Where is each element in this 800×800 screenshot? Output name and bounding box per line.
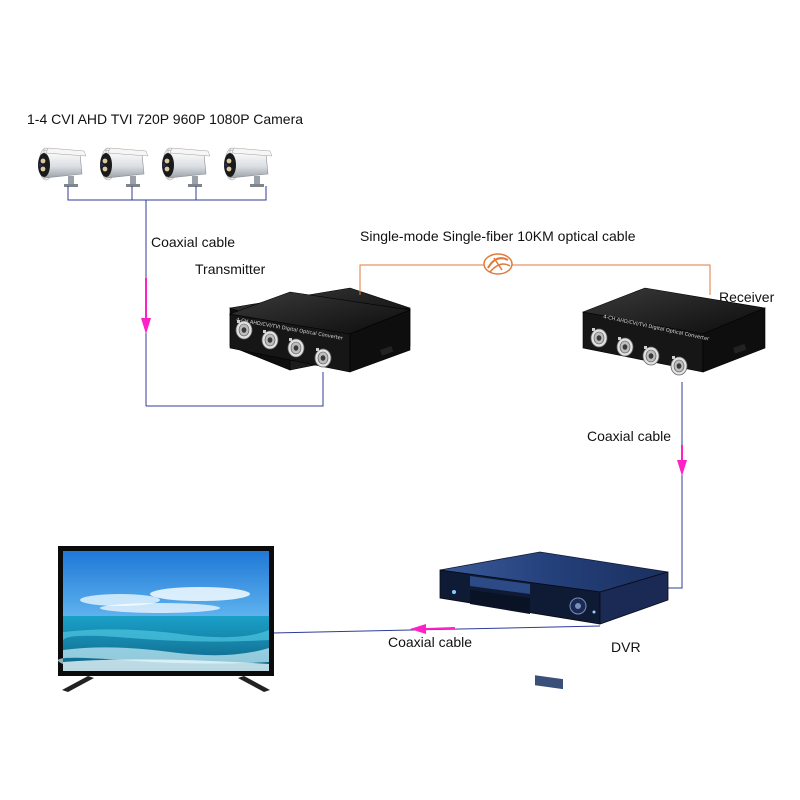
coax-label-3: Coaxial cable: [388, 634, 472, 650]
tv-monitor-icon: [57, 546, 274, 692]
fiber-cable: [359, 264, 711, 295]
camera-2-icon: [99, 147, 149, 188]
cameras-group: [37, 147, 273, 188]
receiver-label: Receiver: [719, 289, 775, 305]
dvr-icon: [439, 551, 669, 690]
camera-title-label: 1-4 CVI AHD TVI 720P 960P 1080P Camera: [27, 111, 303, 127]
camera-4-icon: [223, 147, 273, 188]
signal-arrow-3-icon: [410, 624, 456, 634]
signal-arrow-2-icon: [677, 445, 687, 476]
camera-3-icon: [161, 147, 211, 188]
coax-label-2: Coaxial cable: [587, 428, 671, 444]
fiber-label: Single-mode Single-fiber 10KM optical ca…: [360, 228, 636, 244]
camera-1-icon: [37, 147, 87, 188]
coax-label-1: Coaxial cable: [151, 234, 235, 250]
receiver-icon: 4-CH AHD/CVI/TVI Digital Optical Convert…: [581, 287, 767, 376]
transmitter-label: Transmitter: [195, 261, 266, 277]
transmitter-icon: 4-CH AHD/CVI/TVI Digital Optical Convert…: [228, 287, 412, 373]
receiver-dvr-cable: [668, 382, 683, 589]
signal-arrow-1-icon: [141, 278, 151, 334]
fiber-link-icon: [483, 253, 513, 275]
dvr-label: DVR: [611, 639, 641, 655]
